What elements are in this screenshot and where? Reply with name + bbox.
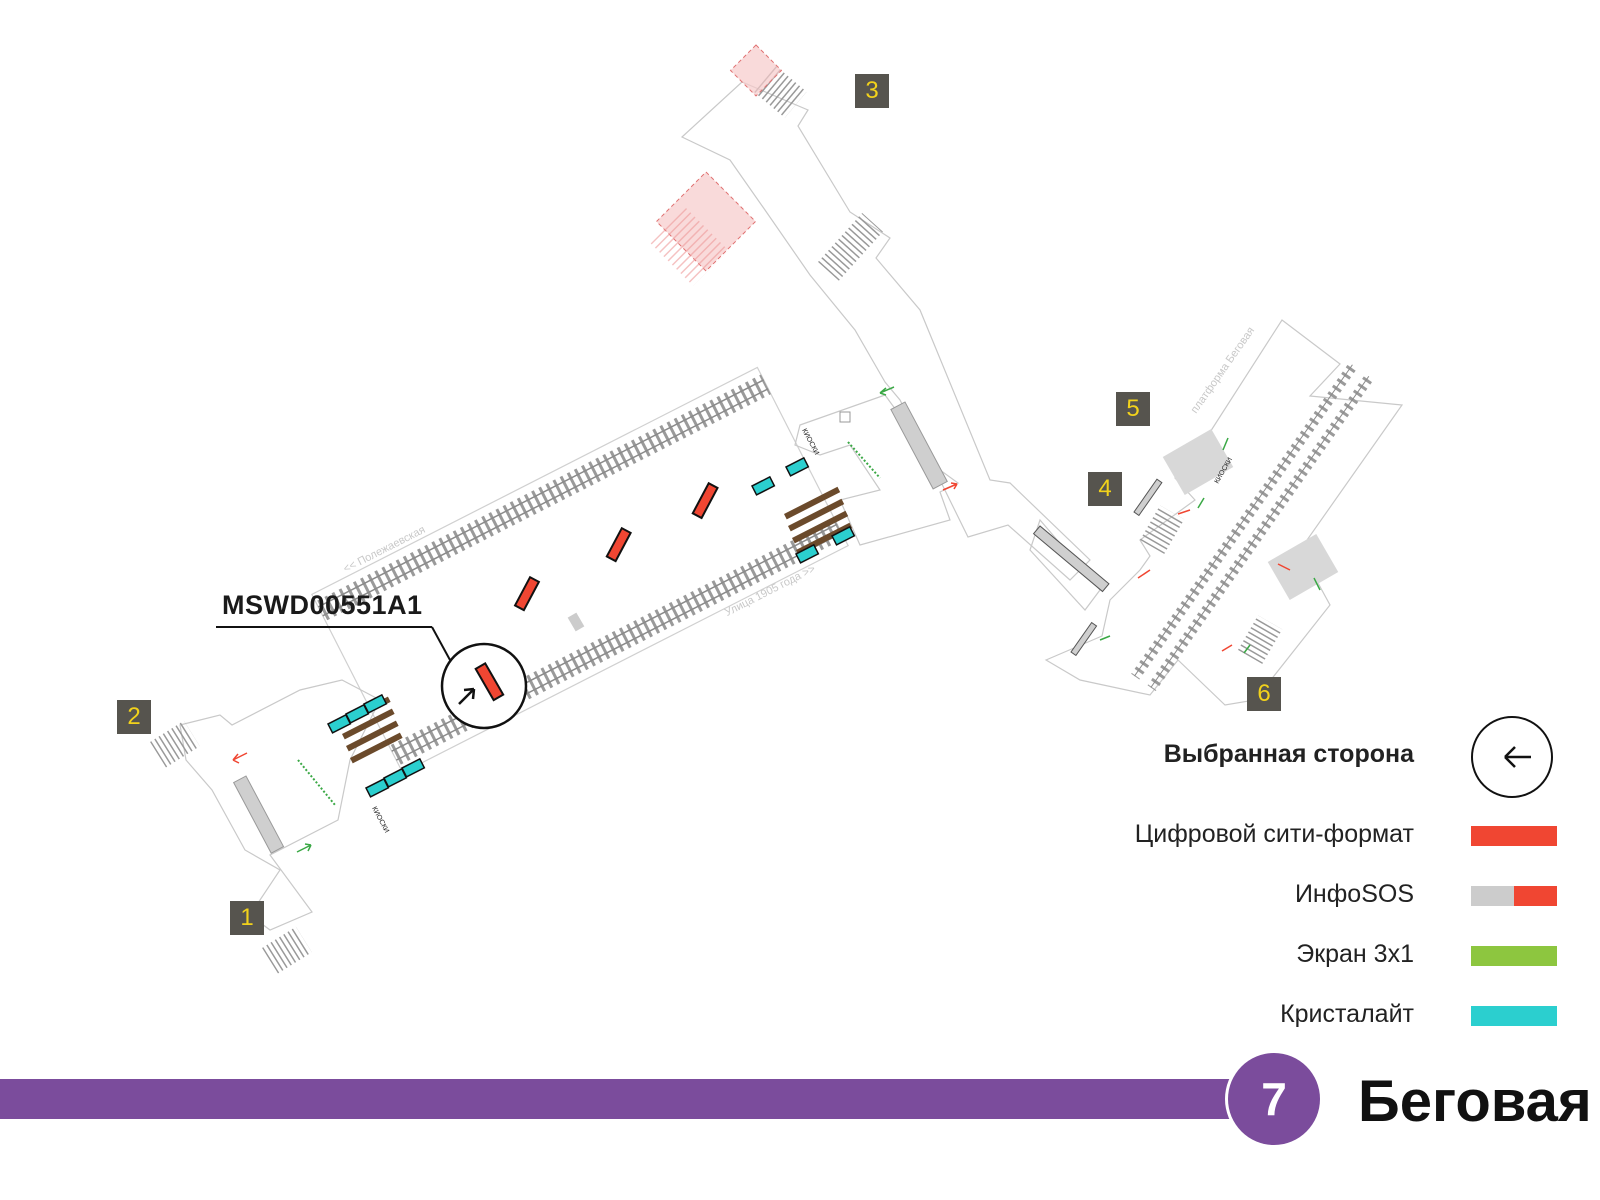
legend-selected-side-icon: [1471, 716, 1553, 798]
selected-location-marker: [216, 626, 528, 730]
legend-cristalight-label: Кристалайт: [1280, 1000, 1414, 1028]
platform-label: платформа Беговая: [1189, 325, 1258, 416]
city-format-board: [691, 481, 719, 520]
line-number-badge: 7: [1228, 1053, 1320, 1145]
legend-screen-label: Экран 3х1: [1296, 940, 1414, 968]
central-hall: << Полежаевская Улица 1905 года >>: [311, 366, 849, 774]
station-name: Беговая: [1358, 1069, 1592, 1134]
right-escalators: [784, 486, 853, 556]
legend-city-format-label: Цифровой сити-формат: [1134, 820, 1414, 848]
kiosk-label: КИОСКИ: [800, 428, 820, 457]
city-format-board: [513, 575, 541, 612]
selected-code-label: MSWD00551A1: [222, 590, 423, 620]
platform-tracks: [1131, 362, 1374, 691]
exit-3-badge: 3: [855, 74, 889, 108]
exit-4-badge: 4: [1088, 472, 1122, 506]
legend-infosos-label: ИнфоSOS: [1294, 880, 1414, 908]
right-cristalight: [750, 456, 856, 564]
legend-city-format-swatch: [1471, 826, 1557, 846]
left-cristalight: [326, 693, 426, 798]
legend-selected-side-label: Выбранная сторона: [1163, 740, 1414, 768]
exit-1-badge: 1: [230, 901, 264, 935]
exit-6-badge: 6: [1247, 677, 1281, 711]
exit-5-badge: 5: [1116, 392, 1150, 426]
left-vestibule: [179, 679, 381, 931]
metro-line-bar: [0, 1079, 1245, 1119]
legend-cristalight-swatch: [1471, 1006, 1557, 1026]
city-format-board: [605, 526, 632, 563]
arrow-left-icon: [1504, 746, 1531, 768]
legend-infosos-swatch: [1471, 886, 1557, 906]
exit-2-badge: 2: [117, 700, 151, 734]
kiosk-label: КИОСКИ: [370, 806, 390, 835]
legend-screen-swatch: [1471, 946, 1557, 966]
